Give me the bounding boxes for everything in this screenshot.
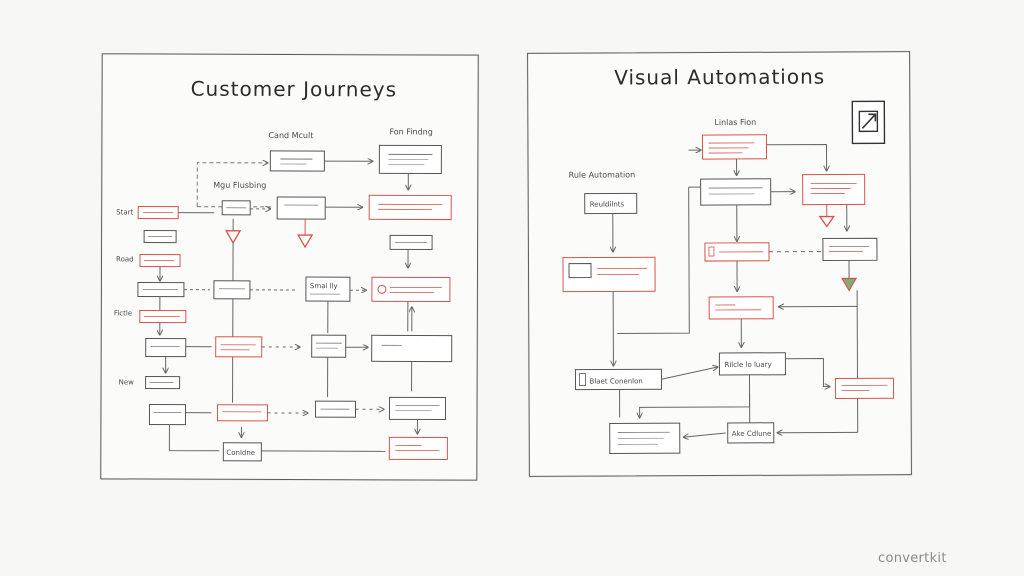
node-start-red[interactable]	[137, 205, 179, 220]
node-row4-red[interactable]	[708, 296, 774, 320]
node-rule-box[interactable]: Reuldilnts	[584, 192, 638, 215]
node-row2-red-right[interactable]	[802, 173, 866, 206]
arrow-br-bl	[684, 432, 726, 437]
node-bottom-red-right[interactable]	[834, 377, 895, 399]
node-fictle-red[interactable]	[139, 309, 187, 324]
node-row3-right[interactable]	[822, 237, 878, 262]
node-row4-red[interactable]	[371, 276, 451, 303]
node-row5-center[interactable]	[311, 334, 347, 358]
green-marker	[841, 277, 858, 292]
label-top-b: Fon Findng	[389, 127, 432, 136]
visual-automations-panel: Visual Automations Linlas Fion Rule Auto…	[527, 51, 912, 477]
label-bottom: Conldne	[226, 449, 255, 457]
node-row3-red-mid[interactable]	[704, 242, 770, 262]
node-row7-center[interactable]	[314, 400, 357, 418]
customer-journeys-panel: Customer Journeys Cand Mcult Fon Findng …	[100, 53, 479, 481]
node-bottom-right[interactable]: Ake Cdlune	[727, 422, 775, 444]
node-row2-mid[interactable]	[276, 196, 326, 220]
node-row4-center[interactable]: Smai lly	[305, 276, 351, 302]
node-row5-right[interactable]	[371, 334, 453, 363]
node-row4-mid[interactable]	[213, 280, 251, 300]
connector-long-left	[617, 187, 690, 334]
vertical-right-long	[856, 290, 859, 433]
node-top-a[interactable]	[269, 150, 325, 172]
node-new[interactable]	[145, 375, 181, 390]
node-row7-left[interactable]	[148, 404, 187, 426]
connector-center-right	[785, 358, 829, 387]
node-top-red[interactable]	[701, 134, 768, 160]
dashed-connector-top	[196, 163, 267, 207]
red-marker-2	[296, 234, 314, 249]
label-row-new: New	[119, 378, 135, 386]
label-bottom-left: Blaet Conenlon	[589, 377, 642, 385]
node-row4-left[interactable]	[137, 281, 185, 298]
open-external-icon[interactable]	[851, 100, 886, 145]
node-row2-small[interactable]	[221, 200, 251, 216]
node-row2-red[interactable]	[368, 194, 452, 221]
red-marker-right	[818, 215, 836, 228]
connector-bottom-left	[168, 424, 220, 452]
label-top: Linlas Fion	[714, 118, 756, 127]
node-row5-left[interactable]	[145, 337, 187, 358]
node-screen-box[interactable]	[562, 256, 656, 293]
label-row-road: Road	[116, 255, 134, 263]
brand-logo: convertkit	[878, 551, 947, 566]
connector-top-right	[766, 144, 826, 171]
node-bottom-red[interactable]	[388, 436, 448, 461]
connector-center-bottom	[639, 374, 751, 417]
node-row3-right[interactable]	[389, 234, 433, 250]
label-mid: Mgu Flusbing	[213, 181, 266, 190]
node-bottom-left[interactable]: Blaet Conenlon	[574, 368, 663, 391]
label-row-start: Start	[116, 208, 133, 216]
visual-automations-diagram: Linlas Fion Rule Automation Reuldilnts	[562, 100, 895, 454]
label-row-fictle: Fictle	[114, 309, 132, 317]
node-bottom[interactable]: Conldne	[222, 442, 262, 462]
node-center[interactable]: Rilcle lo luary	[718, 352, 786, 376]
label-rule: Rule Automation	[569, 170, 636, 179]
label-rule-box: Reuldilnts	[590, 200, 625, 208]
node-row5-red[interactable]	[215, 336, 263, 358]
arrow-bl-center	[661, 367, 717, 380]
label-top-a: Cand Mcult	[268, 131, 313, 140]
node-bottom-left-2[interactable]	[609, 422, 681, 454]
label-bottom-right: Ake Cdlune	[732, 430, 772, 438]
label-center: Rilcle lo luary	[724, 361, 771, 369]
node-road-red[interactable]	[139, 253, 181, 268]
node-top-b[interactable]	[378, 144, 442, 175]
node-row7-right[interactable]	[388, 396, 447, 421]
label-lower-mid: Smai lly	[310, 282, 338, 290]
node-row7-red[interactable]	[216, 404, 269, 422]
node-row3-left[interactable]	[143, 229, 177, 244]
red-marker-1	[224, 230, 242, 245]
customer-journeys-diagram: Cand Mcult Fon Findng Mgu Flusbing Start…	[114, 127, 453, 462]
node-row2-center[interactable]	[700, 178, 772, 206]
